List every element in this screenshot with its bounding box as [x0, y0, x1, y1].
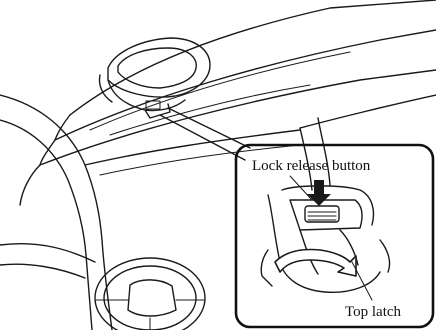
curved-arrow-icon — [275, 250, 356, 277]
lock-release-button-label: Lock release button — [252, 158, 371, 174]
callout-detail-box: Lock release button Top latch — [236, 145, 433, 327]
lock-release-button — [305, 206, 339, 222]
callout-leader — [160, 115, 245, 160]
top-latch-label: Top latch — [345, 304, 402, 320]
roof-latch-assembly — [100, 38, 211, 118]
latch-detail — [261, 176, 389, 300]
